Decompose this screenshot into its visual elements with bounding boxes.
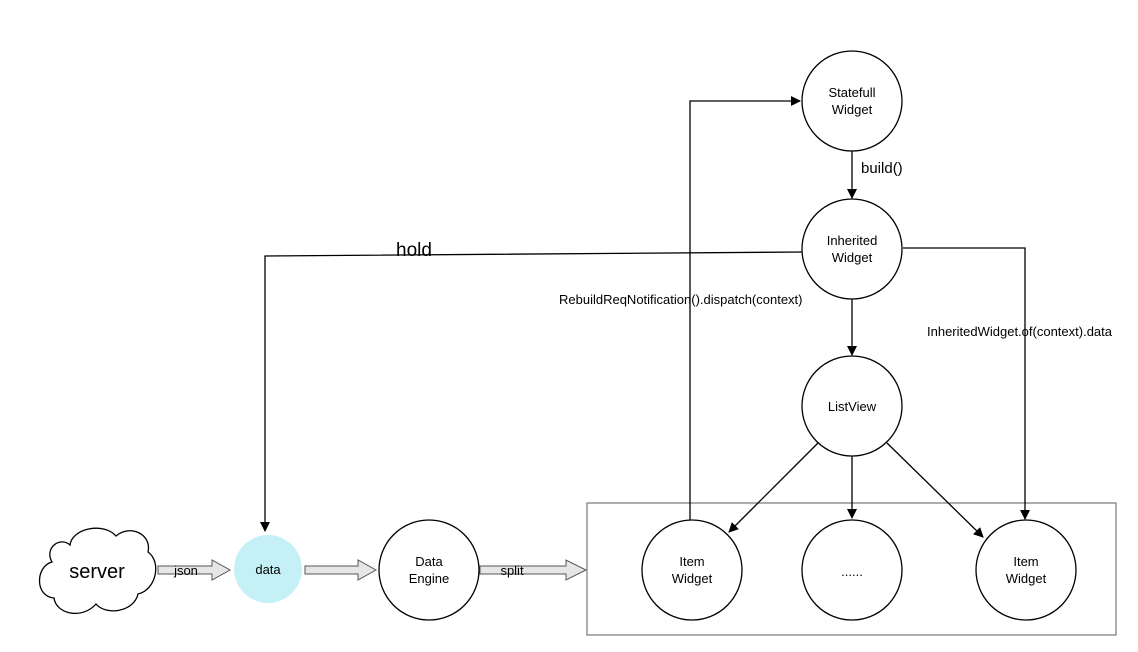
edge-label-of-context: InheritedWidget.of(context).data (927, 324, 1113, 339)
edge-listview-to-item-right (886, 442, 984, 538)
edge-of-context (903, 247, 1030, 520)
item-left-label-line2: Widget (672, 571, 713, 586)
inherited-widget-node: Inherited Widget (801, 198, 903, 300)
data-engine-label-line2: Engine (409, 571, 449, 586)
edge-label-hold: hold (396, 240, 432, 261)
fat-arrow-split (479, 559, 588, 581)
data-node: data (234, 535, 302, 603)
item-widget-right-node: Item Widget (975, 519, 1077, 621)
inherited-label-line2: Widget (832, 250, 873, 265)
listview-label: ListView (828, 399, 877, 414)
data-engine-node: Data Engine (378, 519, 480, 621)
edge-label-split: split (500, 563, 524, 578)
item-right-label-line2: Widget (1006, 571, 1047, 586)
edge-label-json: json (173, 563, 198, 578)
statefull-label-line2: Widget (832, 102, 873, 117)
inherited-label-line1: Inherited (827, 233, 878, 248)
item-widget-left-node: Item Widget (641, 519, 743, 621)
item-right-label-line1: Item (1013, 554, 1038, 569)
server-label: server (69, 561, 125, 583)
fat-arrow-json (157, 559, 232, 581)
edge-label-rebuild: RebuildReqNotification().dispatch(contex… (559, 292, 803, 307)
statefull-widget-node: Statefull Widget (801, 50, 903, 152)
edge-listview-to-item-left (728, 442, 819, 533)
item-widget-middle-node: ...... (801, 519, 903, 621)
statefull-label-line1: Statefull (829, 85, 876, 100)
fat-arrow-data-to-engine (304, 559, 378, 581)
server-cloud: server (39, 527, 157, 614)
edge-label-build: build() (861, 160, 903, 177)
edge-hold (260, 251, 804, 532)
edge-rebuild (689, 96, 801, 520)
data-engine-label-line1: Data (415, 554, 443, 569)
item-middle-label: ...... (841, 564, 863, 579)
data-label: data (255, 562, 281, 577)
listview-node: ListView (801, 355, 903, 457)
item-left-label-line1: Item (679, 554, 704, 569)
